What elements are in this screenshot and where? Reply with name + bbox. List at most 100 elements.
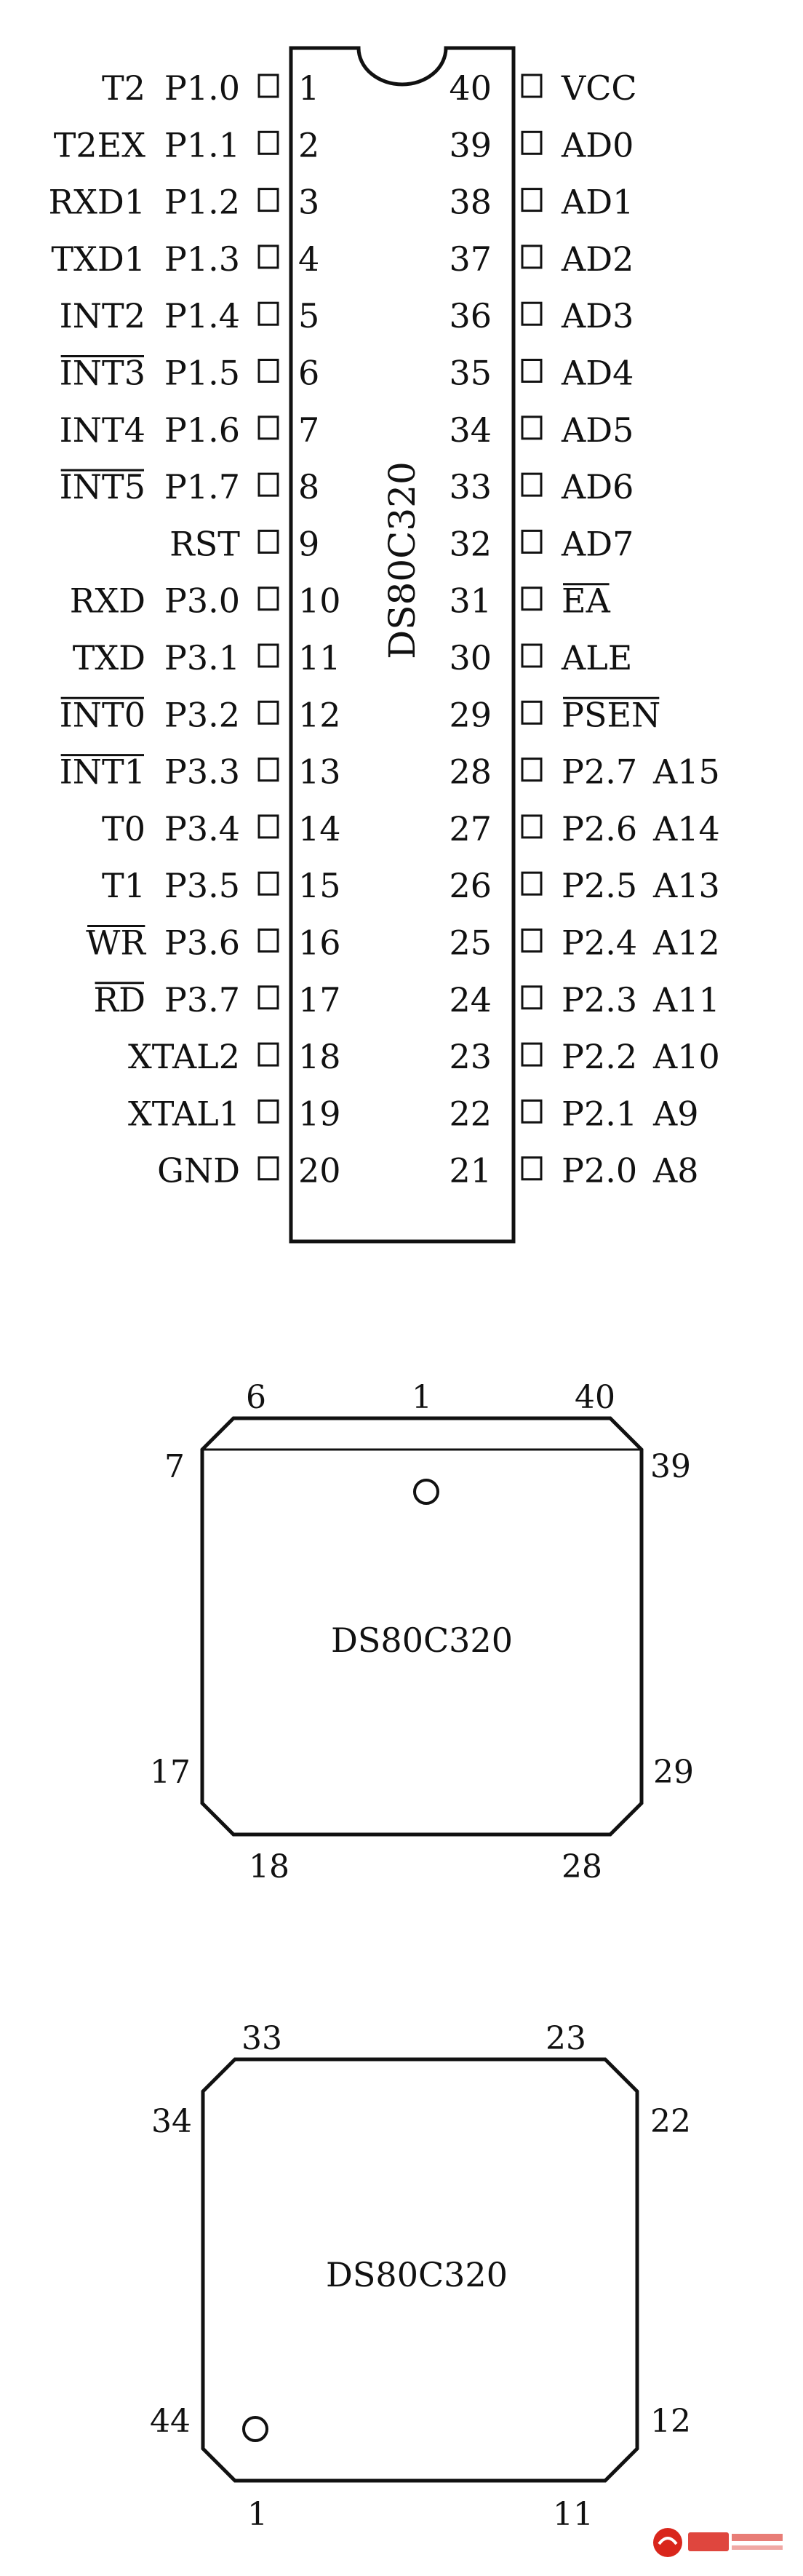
pin-pad — [257, 1156, 279, 1181]
pin-signal-name: P2.3 — [562, 980, 637, 1019]
pin-address-name: A15 — [652, 752, 720, 792]
pin-pad — [257, 472, 279, 497]
dip-pin-row-left: 5 P1.4 INT2 — [60, 296, 320, 335]
pin-signal-name: AD2 — [561, 239, 634, 279]
pin-function-name: INT0 — [60, 695, 145, 734]
pin-function-name: INT2 — [60, 296, 145, 335]
pin-port-name: P3.1 — [164, 638, 240, 677]
plcc-b-label-right-bottom: 12 — [650, 2403, 691, 2440]
pin-pad — [257, 245, 279, 269]
pin-pad — [521, 188, 543, 212]
pin-address-name: A12 — [652, 923, 720, 963]
pin-pad — [521, 1156, 543, 1181]
dip-left-pins: 1P1.0T22P1.1T2EX3P1.2RXD14P1.3TXD15P1.4I… — [48, 68, 340, 1190]
pin-signal-name: AD4 — [561, 354, 634, 393]
pin-address-name: A10 — [652, 1037, 720, 1076]
plcc-a-label-right-top: 39 — [650, 1448, 691, 1485]
pin-function-name: T1 — [102, 866, 145, 905]
pin-pad — [257, 700, 279, 725]
plcc-a-body — [200, 1416, 644, 1837]
pin-number: 32 — [449, 524, 492, 563]
pin-number: 7 — [298, 410, 319, 450]
dip-pin-row-right: 32 AD7 — [449, 524, 634, 563]
dip40-package: 1P1.0T22P1.1T2EX3P1.2RXD14P1.3TXD15P1.4I… — [48, 46, 720, 1244]
pin-signal-name: AD5 — [561, 410, 634, 450]
plcc44-package-a: DS80C320 6 1 40 7 39 17 29 18 28 — [150, 1379, 694, 1885]
pin-pad — [257, 1099, 279, 1124]
pin-pad — [521, 359, 543, 383]
pin-signal-name: P2.2 — [562, 1037, 637, 1076]
pin-function-name: T0 — [102, 809, 145, 848]
plcc-b-label-left-bottom: 44 — [150, 2403, 191, 2440]
dip-pin-row-right: 31 EA — [449, 581, 610, 621]
pin-signal-name: EA — [562, 581, 611, 621]
pin-pad — [257, 587, 279, 611]
pin-number: 16 — [298, 923, 341, 963]
pin-number: 3 — [298, 183, 319, 222]
pin-signal-name: P2.6 — [562, 809, 637, 848]
dip-pin-row-left: 1P1.0T2 — [102, 68, 319, 108]
pin-pad — [257, 871, 279, 896]
pin-number: 39 — [449, 125, 492, 164]
pin-function-name: INT3 — [60, 354, 145, 393]
logo-mark-swoosh — [658, 2537, 678, 2545]
pin-signal-name: P2.4 — [562, 923, 637, 963]
pin-pad — [521, 1099, 543, 1124]
pin-pad — [521, 643, 543, 668]
pin-pad — [257, 529, 279, 554]
pin-pad — [521, 985, 543, 1010]
pin-pad — [521, 700, 543, 725]
pin-pad — [257, 643, 279, 668]
pin-function-name: WR — [86, 923, 146, 963]
plcc-b-label-left-top: 34 — [151, 2103, 192, 2140]
pin-number: 21 — [449, 1151, 492, 1190]
logo-mark — [653, 2528, 682, 2557]
pin-port-name: XTAL1 — [128, 1094, 240, 1133]
plcc-b-label-top-left: 33 — [241, 2020, 282, 2057]
plcc-a-label-top-right: 40 — [575, 1379, 615, 1416]
plcc-b-label-right-top: 22 — [650, 2103, 691, 2140]
pin-function-name: T2 — [102, 68, 145, 108]
plcc-b-label-bottom-right: 11 — [553, 2496, 594, 2533]
pin-number: 11 — [298, 638, 341, 677]
pin-port-name: P3.7 — [164, 980, 240, 1019]
pin-number: 33 — [449, 467, 492, 506]
pin-address-name: A13 — [652, 866, 720, 905]
pin-pad — [521, 758, 543, 782]
pin-number: 10 — [298, 581, 341, 621]
plcc-b-pin1-dot — [242, 2416, 268, 2442]
pin-port-name: P1.6 — [164, 410, 240, 450]
pin-signal-name: AD7 — [561, 524, 634, 563]
pin-number: 5 — [298, 296, 319, 335]
pin-function-name: INT1 — [60, 752, 145, 792]
pin-signal-name: AD6 — [561, 467, 634, 506]
pin-number: 15 — [298, 866, 341, 905]
pin-signal-name: P2.1 — [562, 1094, 637, 1133]
pin-signal-name: AD0 — [561, 125, 634, 164]
pin-number: 4 — [298, 239, 319, 279]
logo-tagline-line-2 — [732, 2545, 783, 2550]
pin-pad — [521, 130, 543, 155]
pin-port-name: P1.4 — [164, 296, 240, 335]
pin-function-name: RXD1 — [48, 183, 145, 222]
pin-address-name: A9 — [652, 1094, 699, 1133]
pin-signal-name: ALE — [561, 638, 632, 677]
pin-number: 31 — [449, 581, 492, 621]
pin-number: 36 — [449, 296, 492, 335]
